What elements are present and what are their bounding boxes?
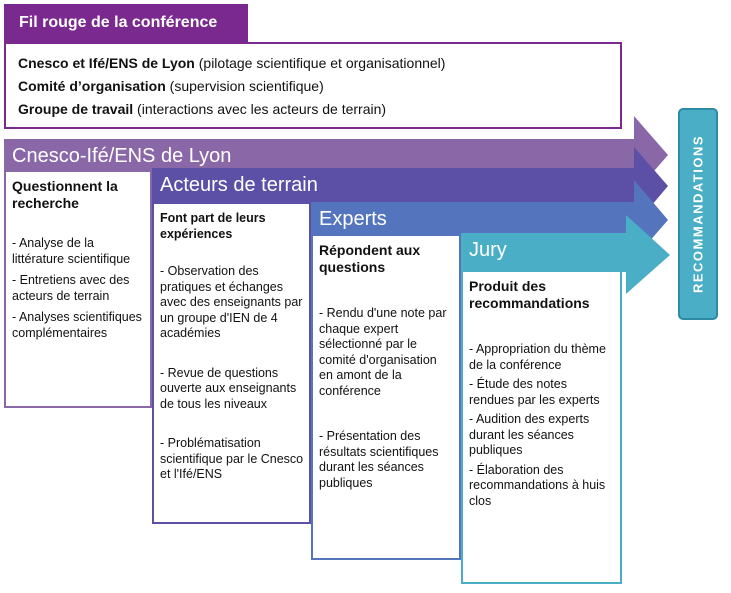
- card-experts: Répondent aux questions - Rendu d'une no…: [311, 236, 461, 560]
- card-item: - Observation des pratiques et échanges …: [160, 264, 303, 340]
- fil-rouge-row: Groupe de travail (interactions avec les…: [18, 98, 610, 121]
- band-cnesco: Cnesco-Ifé/ENS de Lyon: [12, 145, 232, 167]
- card-heading: Font part de leurs expériences: [160, 211, 266, 241]
- card-item: - Présentation des résultats scientifiqu…: [319, 429, 439, 490]
- card-item: - Entretiens avec des acteurs de terrain: [12, 273, 130, 303]
- row-detail: (supervision scientifique): [165, 78, 324, 94]
- card-item: - Analyses scientifiques complémentaires: [12, 310, 142, 340]
- band-experts: Experts: [319, 208, 387, 230]
- card-item: - Rendu d'une note par chaque expert sél…: [319, 306, 447, 398]
- row-label: Groupe de travail: [18, 101, 134, 117]
- card-item: - Revue de questions ouverte aux enseign…: [160, 365, 297, 411]
- card-item: - Audition des experts durant les séance…: [469, 412, 590, 457]
- fil-rouge-row: Comité d’organisation (supervision scien…: [18, 75, 610, 98]
- fil-rouge-title: Fil rouge de la conférence: [4, 4, 248, 42]
- card-cnesco: Questionnent la recherche - Analyse de l…: [4, 172, 152, 408]
- row-label: Comité d’organisation: [18, 78, 166, 94]
- arrow-jury: [461, 215, 670, 294]
- card-jury: Produit des recommandations - Appropriat…: [461, 272, 622, 584]
- recommendations-label: RECOMMANDATIONS: [690, 134, 706, 294]
- card-item: - Appropriation du thème de la conférenc…: [469, 342, 606, 372]
- fil-rouge-row: Cnesco et Ifé/ENS de Lyon (pilotage scie…: [18, 52, 610, 75]
- card-item: - Problématisation scientifique par le C…: [160, 436, 304, 481]
- card-item: - Analyse de la littérature scientifique: [12, 236, 131, 266]
- row-detail: (interactions avec les acteurs de terrai…: [133, 101, 387, 117]
- card-heading: Questionnent la recherche: [12, 178, 118, 211]
- card-item: - Élaboration des recommandations à huis…: [469, 462, 606, 508]
- arrow-experts: [311, 180, 668, 259]
- row-label: Cnesco et Ifé/ENS de Lyon: [18, 55, 195, 71]
- row-detail: (pilotage scientifique et organisationne…: [194, 55, 446, 71]
- recommendations-box: RECOMMANDATIONS: [678, 108, 718, 320]
- card-acteurs: Font part de leurs expériences - Observa…: [152, 204, 311, 524]
- card-heading: Produit des recommandations: [469, 278, 590, 311]
- arrow-acteurs: [152, 147, 668, 226]
- band-jury: Jury: [469, 239, 507, 261]
- arrow-cnesco: [4, 116, 668, 194]
- card-item: - Étude des notes rendues par les expert…: [469, 377, 600, 407]
- band-acteurs: Acteurs de terrain: [160, 174, 318, 196]
- card-heading: Répondent aux questions: [319, 242, 421, 275]
- fil-rouge-box: Cnesco et Ifé/ENS de Lyon (pilotage scie…: [4, 42, 622, 129]
